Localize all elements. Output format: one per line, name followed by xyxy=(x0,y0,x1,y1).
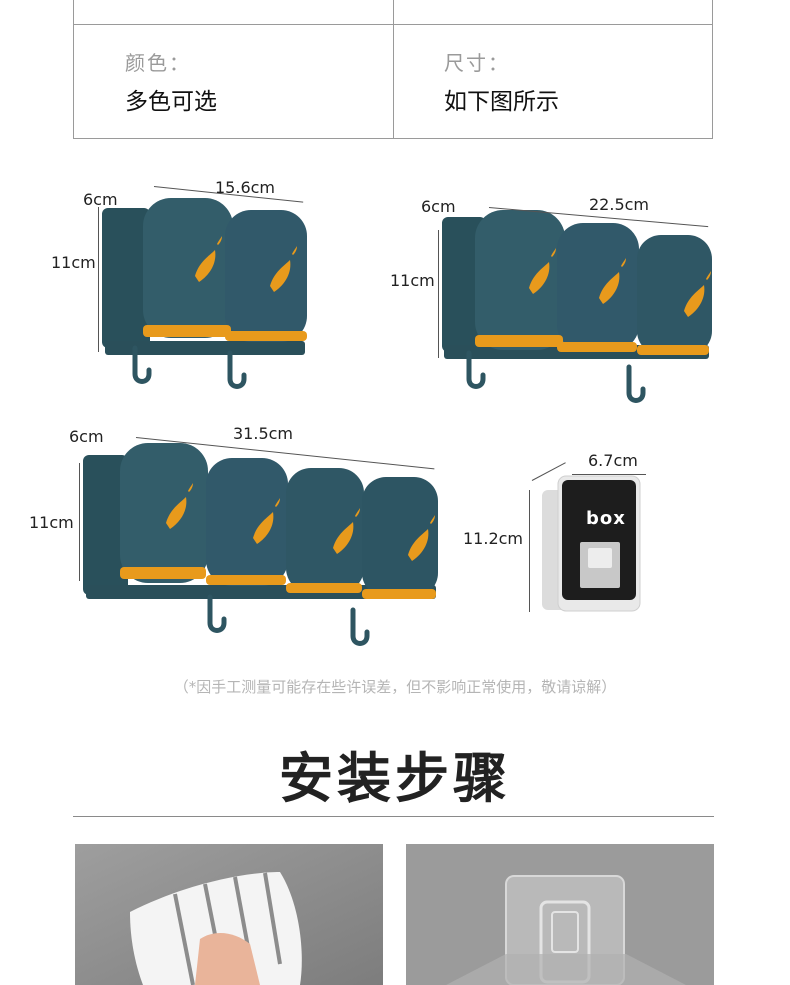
dispenser-brand-logo: box xyxy=(586,508,626,529)
three-cup-width: 22.5cm xyxy=(589,195,650,214)
two-cup-width: 15.6cm xyxy=(215,178,276,197)
dimension-line xyxy=(79,463,80,581)
dispenser-width: 6.7cm xyxy=(588,451,638,470)
color-label: 颜色： xyxy=(125,51,191,75)
cloth-wiping-wall-image xyxy=(75,844,383,985)
dimension-line xyxy=(572,474,646,475)
three-cup-holder-illustration xyxy=(442,210,712,415)
table-divider xyxy=(393,0,394,138)
product-three-cup: 6cm 22.5cm 11cm xyxy=(389,195,719,415)
transparent-adhesive-hook-image xyxy=(406,844,714,985)
four-cup-holder-illustration xyxy=(83,443,438,655)
section-divider xyxy=(73,816,714,817)
dispenser-height: 11.2cm xyxy=(463,529,524,548)
two-cup-holder-illustration xyxy=(102,198,307,398)
size-value: 如下图所示 xyxy=(444,89,559,115)
dimension-line xyxy=(529,490,530,612)
product-dispenser: box 6.7cm 11.2cm xyxy=(462,450,652,620)
dimension-line xyxy=(98,207,99,352)
spec-table: 颜色： 多色可选 尺寸： 如下图所示 xyxy=(73,0,713,139)
two-cup-height: 11cm xyxy=(51,253,96,272)
two-cup-depth: 6cm xyxy=(83,190,118,209)
three-cup-depth: 6cm xyxy=(421,197,456,216)
install-step-photo-adhesive-hook xyxy=(406,844,714,985)
four-cup-height: 11cm xyxy=(29,513,74,532)
product-two-cup: 6cm 15.6cm 11cm xyxy=(50,178,320,398)
color-value: 多色可选 xyxy=(125,89,217,115)
size-label: 尺寸： xyxy=(444,51,510,75)
measurement-note: （*因手工测量可能存在些许误差，但不影响正常使用，敬请谅解） xyxy=(173,678,617,696)
section-title: 安装步骤 xyxy=(279,747,511,810)
three-cup-height: 11cm xyxy=(390,271,435,290)
dimension-line xyxy=(438,230,439,358)
product-four-cup: 6cm 31.5cm 11cm xyxy=(28,424,448,655)
four-cup-width: 31.5cm xyxy=(233,424,294,443)
dispenser-illustration xyxy=(542,475,641,612)
four-cup-depth: 6cm xyxy=(69,427,104,446)
install-step-photo-clean-wall xyxy=(75,844,383,985)
